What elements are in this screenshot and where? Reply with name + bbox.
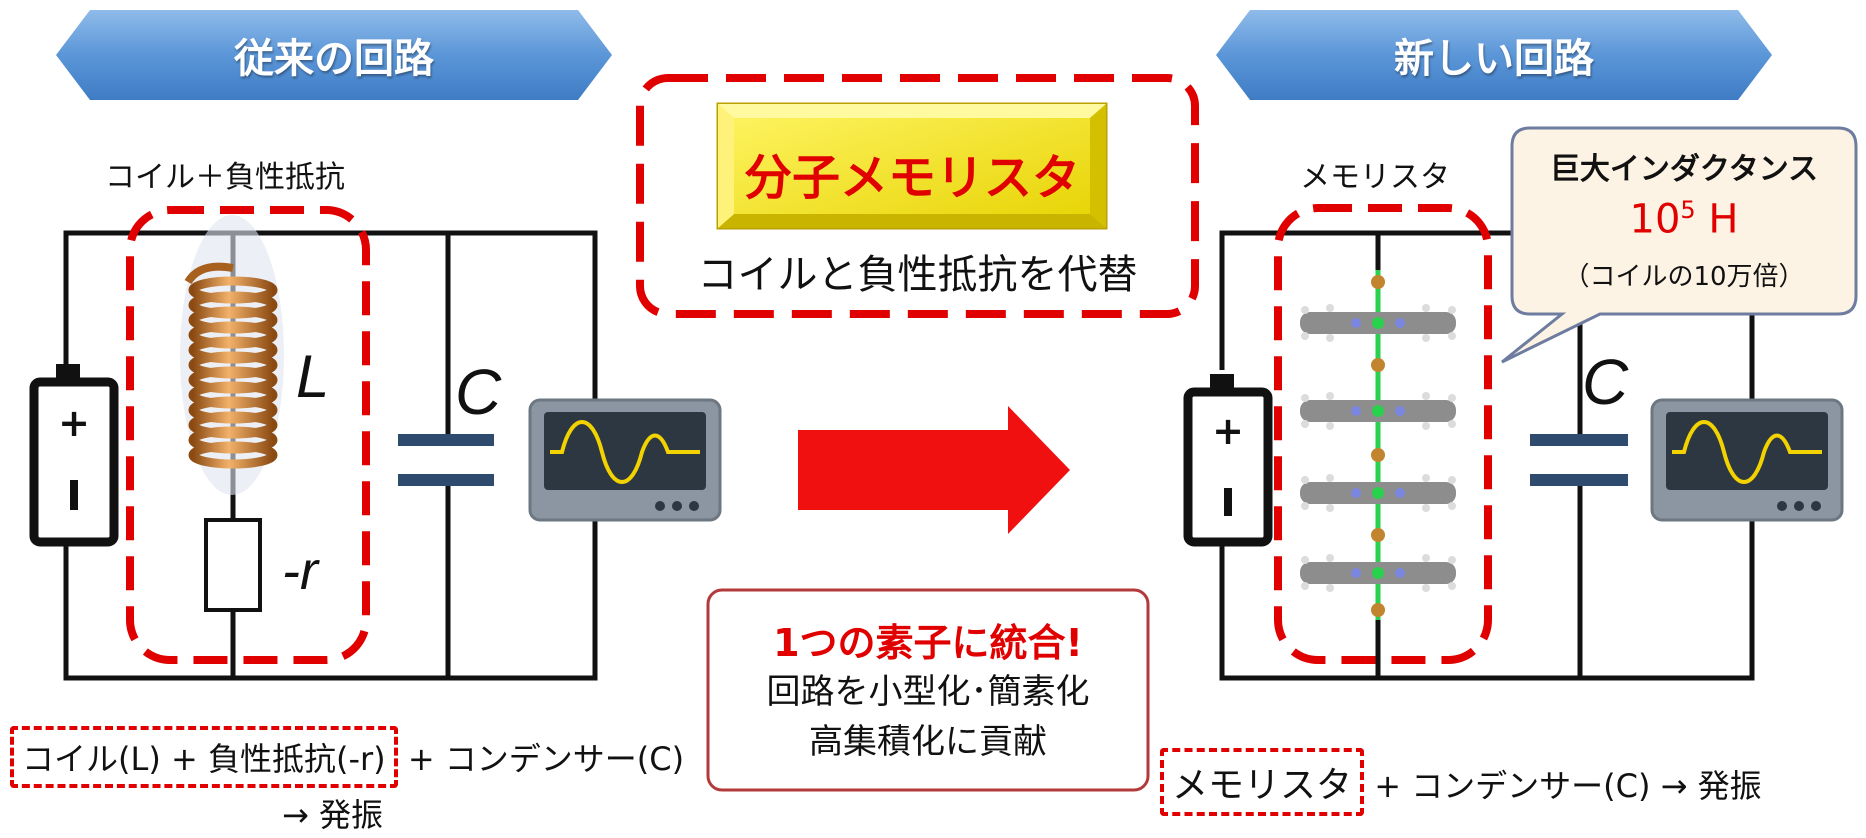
callout-value-unit: H xyxy=(1695,196,1739,243)
center-subtitle: コイルと負性抵抗を代替 xyxy=(697,252,1138,298)
left-banner-title: 従来の回路 xyxy=(234,36,434,82)
left-formula-highlight: コイル(L) + 負性抵抗(-r) xyxy=(10,726,398,788)
left-capacitor-symbol: C xyxy=(455,356,502,428)
callout-value-exponent: 5 xyxy=(1680,196,1696,224)
memristor-molecule xyxy=(1300,270,1456,620)
svg-text:+: + xyxy=(58,401,90,445)
left-resistor xyxy=(204,518,262,612)
molecular-memristor-title: 分子メモリスタ xyxy=(743,150,1080,206)
inductor-symbol: L xyxy=(296,343,330,410)
integrate-headline: 1つの素子に統合! xyxy=(773,621,1083,665)
right-component-label: メモリスタ xyxy=(1300,160,1450,195)
left-formula-rest: + コンデンサー(C) xyxy=(397,740,685,778)
right-formula-highlight: メモリスタ xyxy=(1160,748,1365,816)
svg-text:+: + xyxy=(1212,409,1244,453)
left-battery: + xyxy=(29,364,119,547)
callout-note: （コイルの10万倍） xyxy=(1563,262,1805,292)
right-formula-rest: + コンデンサー(C) → 発振 xyxy=(1364,767,1762,805)
left-capacitor xyxy=(398,434,494,486)
left-coil xyxy=(180,215,284,495)
right-battery: + xyxy=(1183,374,1273,547)
resistor-symbol: -r xyxy=(282,541,318,601)
right-capacitor xyxy=(1530,434,1628,486)
left-formula-result: → 発振 xyxy=(282,796,383,834)
callout-title: 巨大インダクタンス xyxy=(1549,152,1819,187)
integrate-line-1: 回路を小型化･簡素化 xyxy=(766,672,1090,712)
left-component-enclosure xyxy=(126,206,370,664)
left-component-label: コイル＋負性抵抗 xyxy=(105,160,345,195)
left-banner-shape xyxy=(56,10,612,100)
left-circuit-wires xyxy=(63,230,598,681)
right-banner-title: 新しい回路 xyxy=(1394,36,1594,82)
callout-value-base: 10 xyxy=(1629,196,1681,243)
right-formula: メモリスタ + コンデンサー(C) → 発振 xyxy=(1160,748,1762,816)
center-dashed-box xyxy=(636,74,1199,318)
right-banner-shape xyxy=(1216,10,1772,100)
molecular-memristor-plate xyxy=(716,102,1108,230)
inductance-callout-bubble xyxy=(1501,126,1858,364)
integrate-box xyxy=(706,588,1150,792)
integrate-line-2: 高集積化に貢献 xyxy=(809,722,1047,762)
right-component-enclosure xyxy=(1274,204,1492,664)
callout-value: 105 H xyxy=(1512,196,1856,242)
transition-arrow xyxy=(798,406,1070,534)
right-oscilloscope xyxy=(1650,398,1844,522)
right-capacitor-symbol: C xyxy=(1582,346,1629,418)
left-formula: コイル(L) + 負性抵抗(-r) + コンデンサー(C) xyxy=(10,726,684,788)
left-oscilloscope xyxy=(528,398,722,522)
